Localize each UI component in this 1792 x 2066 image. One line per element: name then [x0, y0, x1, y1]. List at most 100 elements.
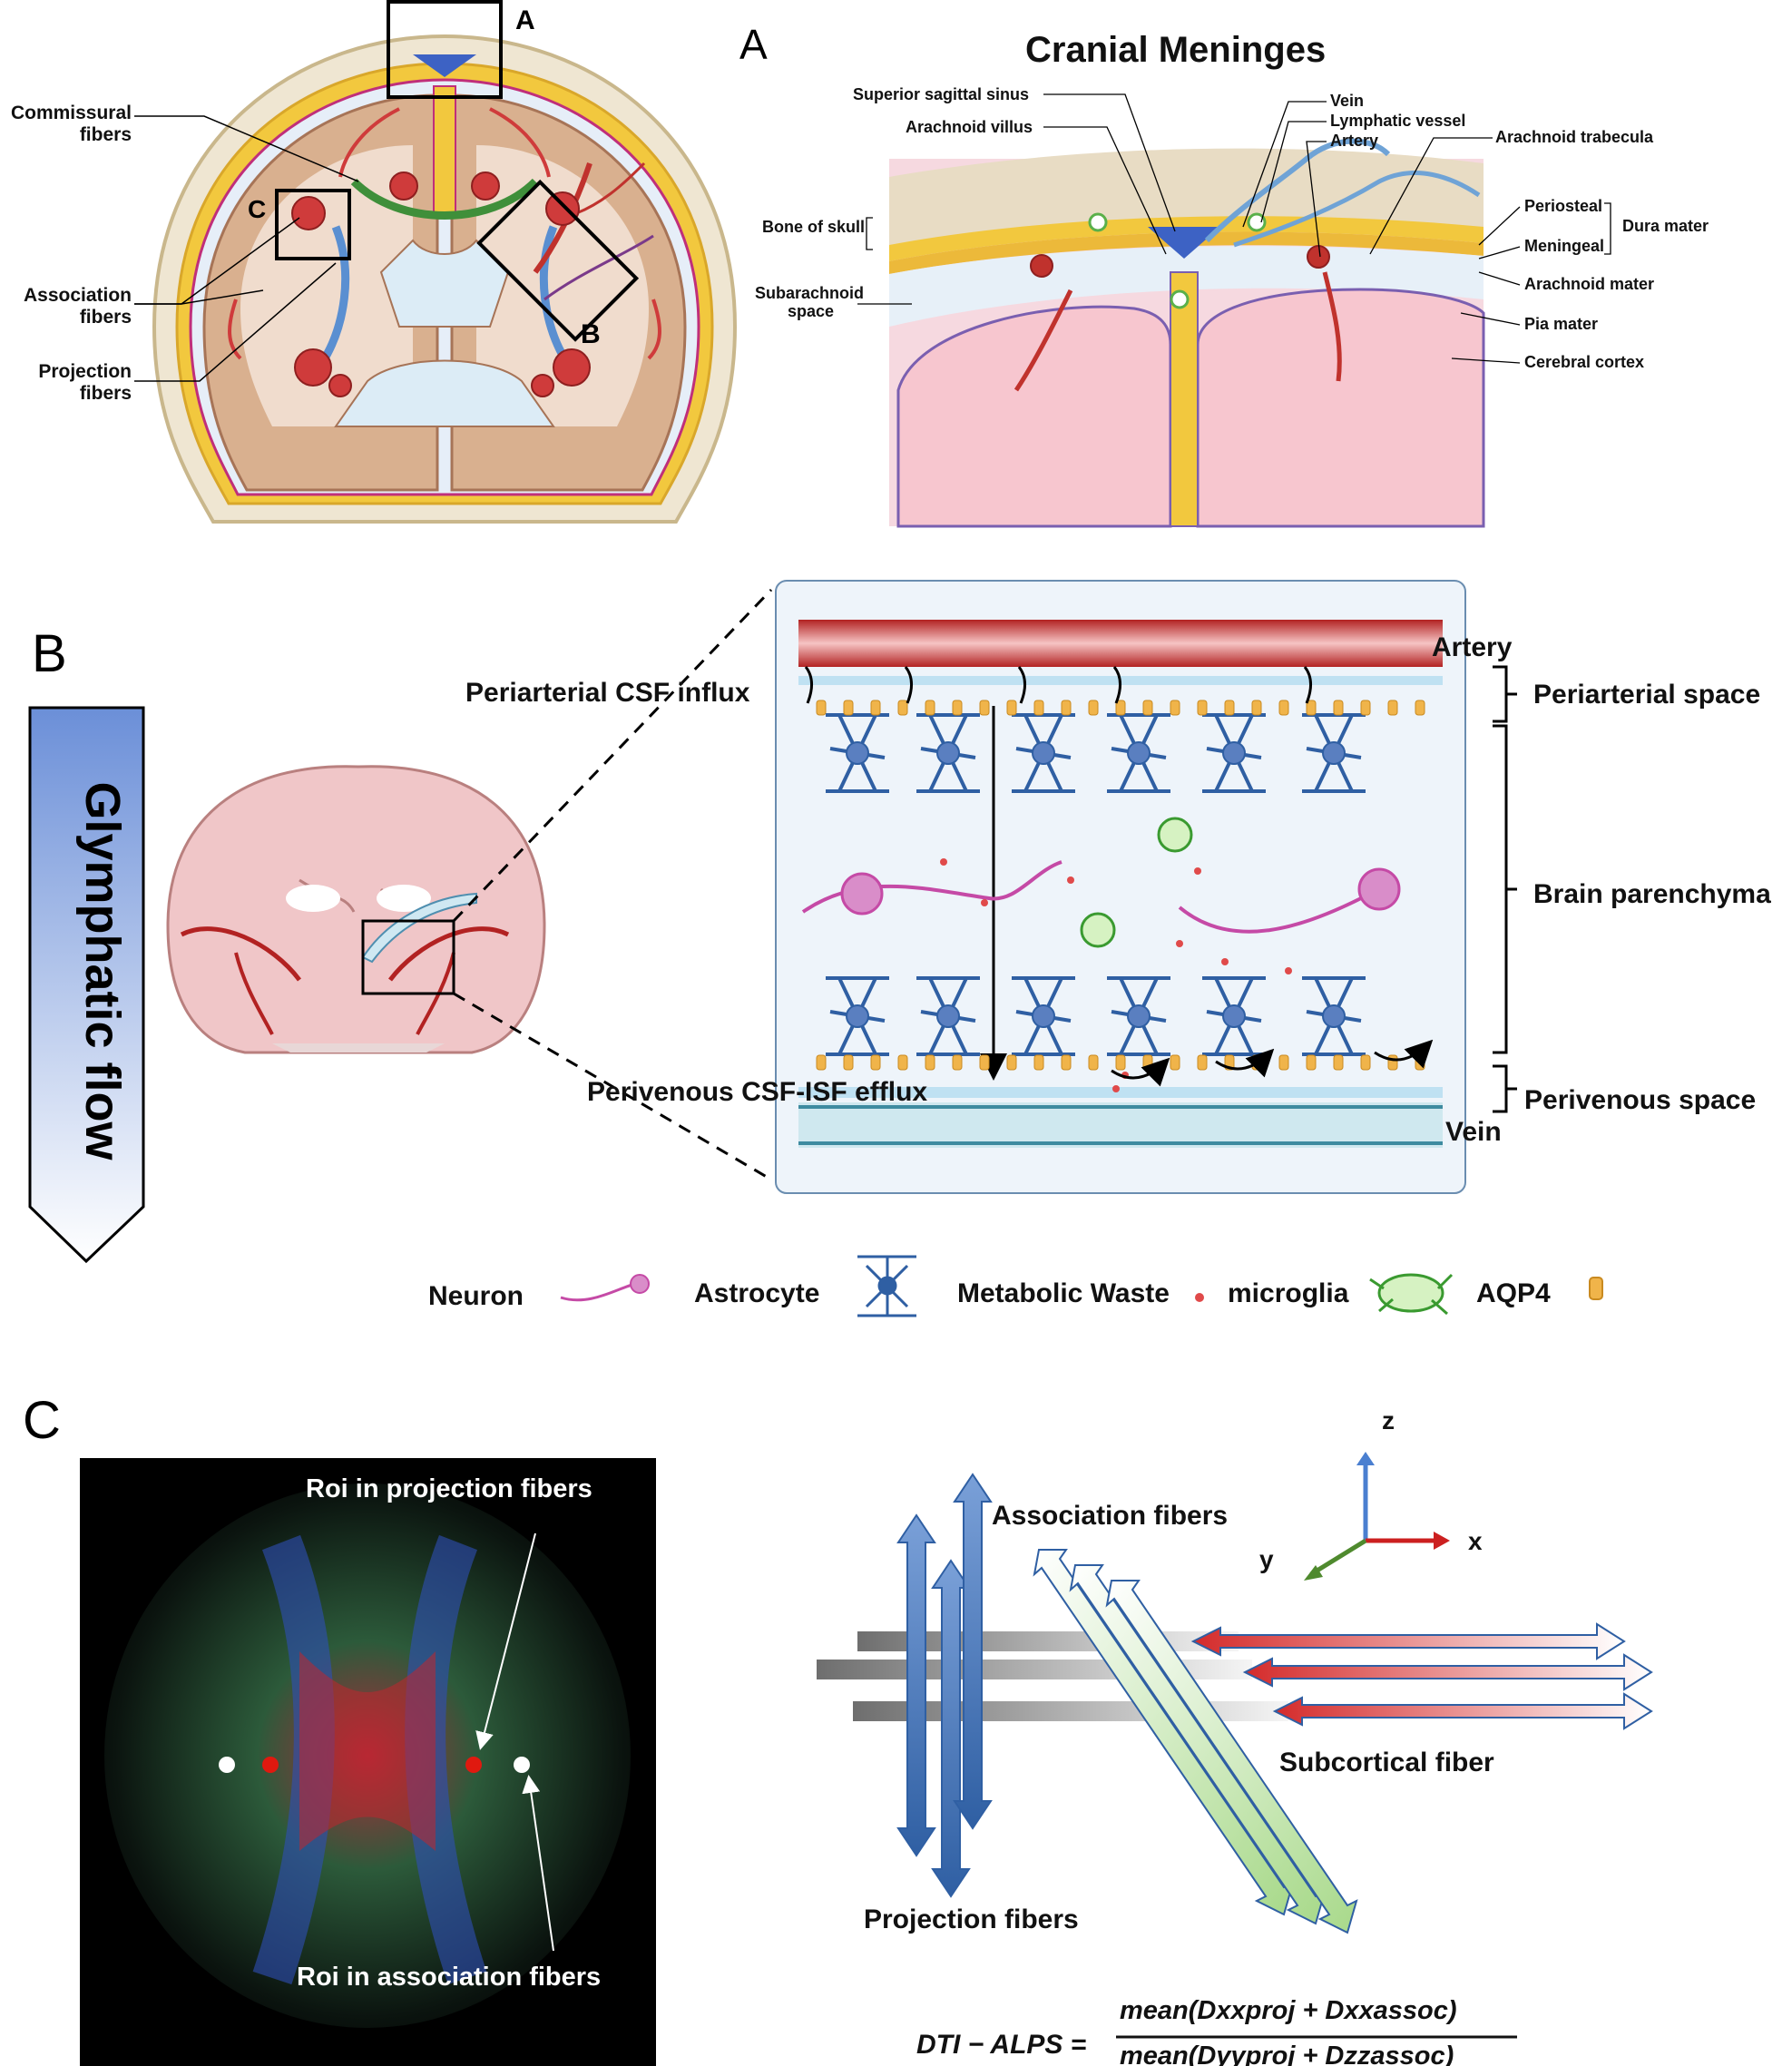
influx-curve-arrow	[904, 666, 913, 704]
label-perivenous-efflux: Perivenous CSF-ISF efflux	[587, 1077, 927, 1107]
formula-numerator: mean(Dxxproj + Dxxassoc)	[1120, 1996, 1457, 2025]
astrocyte-layer	[804, 666, 1434, 1087]
aqp4-channel	[1360, 1054, 1371, 1071]
aqp4-channel	[1006, 700, 1017, 716]
aqp4-channel	[1197, 700, 1208, 716]
meninges-title: Cranial Meninges	[1025, 30, 1326, 70]
aqp4-channel	[979, 700, 990, 716]
efflux-curve-arrow	[1374, 1039, 1434, 1069]
label-lymphatic-vessel: Lymphatic vessel	[1330, 112, 1465, 130]
axis-z-label: z	[1382, 1406, 1395, 1434]
panel-c-letter: C	[23, 1391, 61, 1450]
aqp4-channel	[1088, 700, 1099, 716]
dti-image	[80, 1458, 656, 2066]
panel-b-letter: B	[32, 624, 67, 683]
astrocyte-upper-2	[1012, 713, 1075, 793]
legend-aqp4-label: AQP4	[1476, 1278, 1551, 1308]
label-commissural-1: Commissural	[11, 103, 132, 123]
aqp4-channel	[1033, 700, 1044, 716]
label-commissural-2: fibers	[80, 124, 132, 145]
space-brackets	[1493, 665, 1517, 1113]
influx-curve-arrow	[804, 666, 813, 704]
aqp4-channel	[1415, 700, 1425, 716]
astrocyte-upper-3	[1107, 713, 1170, 793]
astrocyte-lower-2	[1012, 976, 1075, 1056]
aqp4-channel	[925, 1054, 935, 1071]
label-perivenous-space: Perivenous space	[1524, 1085, 1756, 1115]
box-label-b: B	[581, 319, 601, 349]
y-arrow-head	[1304, 1565, 1323, 1581]
astrocyte-upper-1	[916, 713, 980, 793]
aqp4-channel	[1006, 1054, 1017, 1071]
x-arrow-head	[1434, 1532, 1450, 1550]
leader-lines-left	[134, 115, 359, 382]
axis-x-label: x	[1468, 1527, 1483, 1555]
aqp4-channel	[1251, 700, 1262, 716]
label-subarachnoid-1: Subarachnoid	[755, 284, 864, 302]
aqp4-icon	[1589, 1277, 1603, 1300]
label-artery-b: Artery	[1432, 632, 1513, 662]
aqp4-channel	[816, 700, 827, 716]
glymphatic-banner-text: Glymphatic flow	[75, 781, 130, 1160]
astrocyte-upper-0	[826, 713, 889, 793]
label-artery: Artery	[1330, 132, 1378, 150]
aqp4-channel	[1033, 1054, 1044, 1071]
aqp4-channel	[1115, 1054, 1126, 1071]
label-vein-b: Vein	[1445, 1117, 1502, 1147]
box-label-a: A	[515, 5, 535, 35]
legend-neuron-label: Neuron	[428, 1281, 524, 1311]
legend-waste-label: Metabolic Waste	[957, 1278, 1170, 1308]
legend-microglia-label: microglia	[1228, 1278, 1349, 1308]
zoom-lines	[452, 588, 773, 1181]
meninges-leader-lines	[857, 93, 1611, 364]
label-subcortical-fiber: Subcortical fiber	[1279, 1748, 1494, 1777]
label-roi-association: Roi in association fibers	[297, 1963, 601, 1992]
aqp4-channel	[1306, 1054, 1317, 1071]
label-subarachnoid-2: space	[788, 302, 834, 320]
label-bone-of-skull: Bone of skull	[762, 218, 865, 236]
aqp4-channel	[897, 700, 908, 716]
box-label-c: C	[248, 195, 266, 223]
aqp4-channel	[816, 1054, 827, 1071]
label-projection-2: fibers	[80, 383, 132, 404]
meninges-labels: Superior sagittal sinus Arachnoid villus…	[755, 85, 1709, 371]
label-projection-1: Projection	[38, 361, 132, 382]
aqp4-channel	[1415, 1054, 1425, 1071]
axis-y-label: y	[1259, 1545, 1274, 1573]
z-arrow-head	[1356, 1452, 1375, 1465]
legend-astrocyte-label: Astrocyte	[694, 1278, 819, 1308]
label-projection-fibers: Projection fibers	[864, 1904, 1079, 1934]
influx-curve-arrow	[1303, 666, 1312, 704]
aqp4-channel	[952, 1054, 963, 1071]
aqp4-channel	[870, 700, 881, 716]
meninges-illustration	[889, 138, 1485, 528]
microglia-icon	[1369, 1273, 1454, 1316]
influx-curve-arrow	[1017, 666, 1026, 704]
aqp4-channel	[925, 700, 935, 716]
label-superior-sagittal-sinus: Superior sagittal sinus	[853, 85, 1029, 103]
aqp4-channel	[1197, 1054, 1208, 1071]
waste-dot-icon	[1195, 1293, 1204, 1302]
astrocyte-lower-4	[1202, 976, 1266, 1056]
efflux-curve-arrow	[1215, 1048, 1275, 1078]
aqp4-channel	[1333, 1054, 1344, 1071]
label-vein: Vein	[1330, 92, 1364, 110]
fiber-schematic	[817, 1473, 1653, 1934]
aqp4-channel	[1061, 1054, 1072, 1071]
aqp4-channel	[1224, 700, 1235, 716]
label-periarterial-influx: Periarterial CSF influx	[465, 678, 750, 708]
label-arachnoid-mater: Arachnoid mater	[1524, 275, 1654, 293]
label-periarterial-space: Periarterial space	[1533, 680, 1760, 710]
label-cerebral-cortex: Cerebral cortex	[1524, 353, 1644, 371]
meninges-panel-letter: A	[739, 21, 768, 68]
axis-indicator	[1304, 1452, 1450, 1581]
label-arachnoid-trabecula: Arachnoid trabecula	[1495, 128, 1654, 146]
small-brain-illustration	[166, 765, 546, 1054]
astrocyte-lower-0	[826, 976, 889, 1056]
formula-lhs: DTI − ALPS =	[916, 2030, 1086, 2060]
aqp4-channel	[843, 700, 854, 716]
astrocyte-lower-3	[1107, 976, 1170, 1056]
glymphatic-labels: Artery Vein Periarterial CSF influx Peri…	[465, 632, 1771, 1147]
aqp4-channel	[1088, 1054, 1099, 1071]
